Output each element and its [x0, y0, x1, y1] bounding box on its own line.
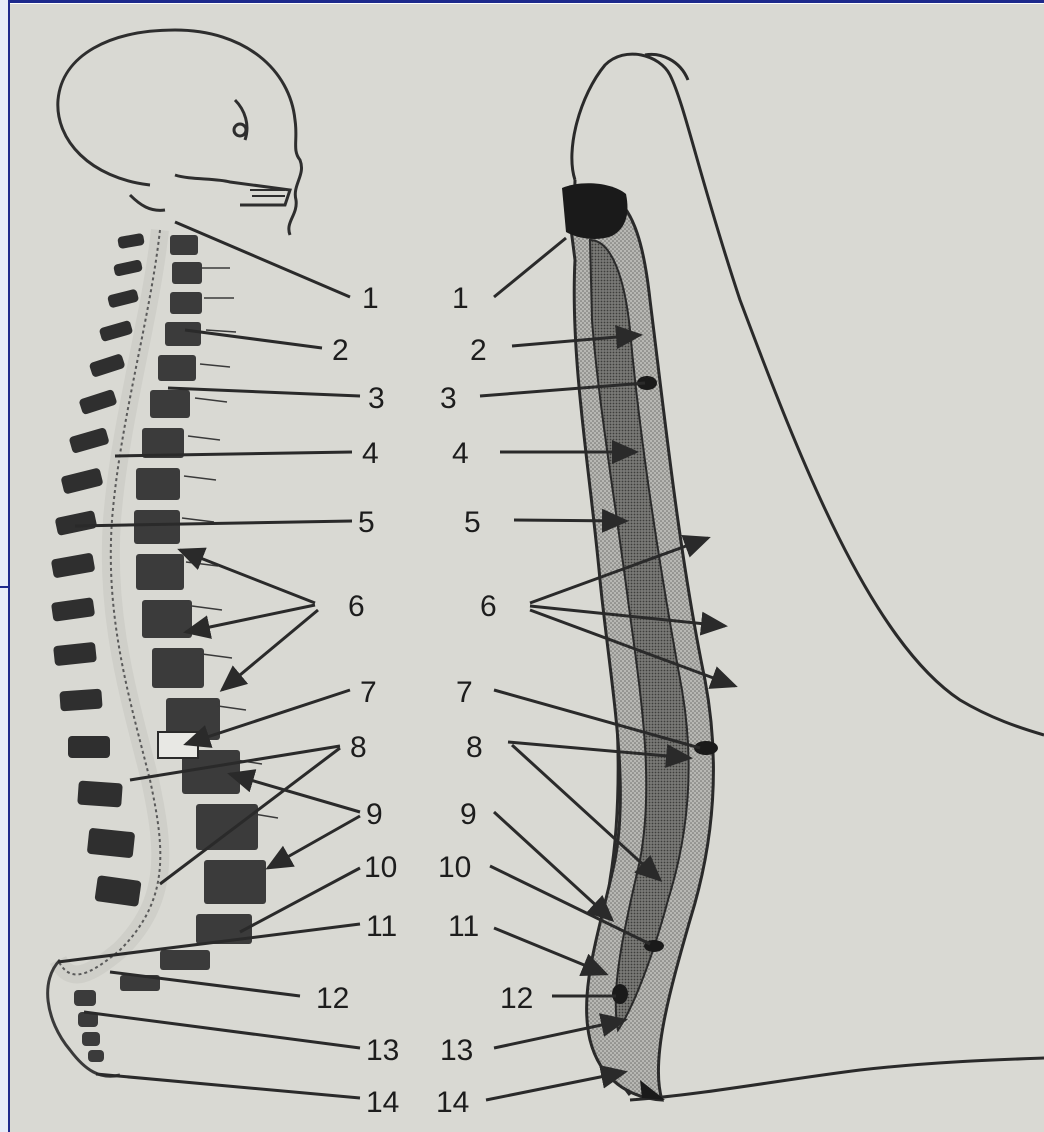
label-right-14: 14: [436, 1086, 469, 1119]
label-left-9: 9: [366, 798, 383, 831]
label-left-11: 11: [366, 910, 397, 943]
labels-right: 1 2 3 4 5 6 7 8 9 10 11 12 13 14: [436, 282, 533, 1119]
label-right-1: 1: [452, 282, 469, 315]
label-right-11: 11: [448, 910, 479, 943]
label-right-13: 13: [440, 1034, 473, 1067]
label-left-2: 2: [332, 334, 349, 367]
label-left-6: 6: [348, 590, 365, 623]
label-left-7: 7: [360, 676, 377, 709]
label-left-8: 8: [350, 731, 367, 764]
label-left-10: 10: [364, 851, 397, 884]
label-right-9: 9: [460, 798, 477, 831]
label-right-7: 7: [456, 676, 473, 709]
slide-frame-left: [0, 0, 10, 1132]
label-left-4: 4: [362, 437, 379, 470]
slide-frame-top: [0, 0, 1044, 3]
anatomy-figure: 1 2 3 4 5 6 7 8 9 10 11 12 13 14 1 2 3 4…: [10, 4, 1044, 1132]
label-right-8: 8: [466, 731, 483, 764]
spinal-cord-section: [562, 183, 718, 1100]
label-left-12: 12: [316, 982, 349, 1015]
label-right-6: 6: [480, 590, 497, 623]
label-right-2: 2: [470, 334, 487, 367]
label-left-13: 13: [366, 1034, 399, 1067]
label-left-3: 3: [368, 382, 385, 415]
labels-left: 1 2 3 4 5 6 7 8 9 10 11 12 13 14: [316, 282, 399, 1119]
label-right-12: 12: [500, 982, 533, 1015]
label-right-5: 5: [464, 506, 481, 539]
label-right-4: 4: [452, 437, 469, 470]
label-left-5: 5: [358, 506, 375, 539]
label-right-3: 3: [440, 382, 457, 415]
label-left-14: 14: [366, 1086, 399, 1119]
label-left-1: 1: [362, 282, 379, 315]
label-right-10: 10: [438, 851, 471, 884]
skull-outline: [58, 30, 302, 235]
